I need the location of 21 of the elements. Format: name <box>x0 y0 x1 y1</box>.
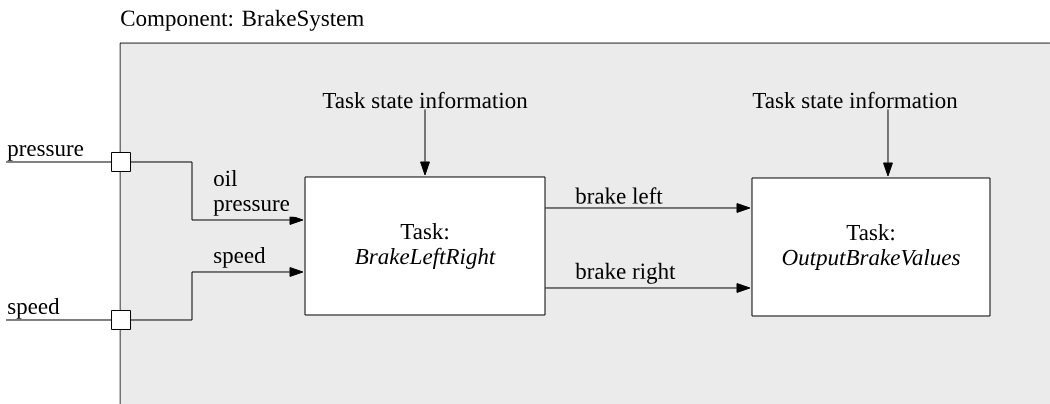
arrow <box>420 108 430 176</box>
signal-name: pressure <box>7 145 84 161</box>
port-square <box>111 152 131 172</box>
annotation-text: Task state information <box>752 91 958 109</box>
arrow <box>130 267 304 321</box>
edge-label: speed <box>212 245 267 269</box>
arrow <box>130 161 304 225</box>
signal-line <box>5 319 112 321</box>
edge-label: brake right <box>574 261 677 285</box>
task-box: Task: OutputBrakeValues <box>751 177 991 317</box>
arrow <box>883 108 893 177</box>
arrow <box>545 203 751 213</box>
edge-label: brake left <box>574 186 664 205</box>
port-square <box>111 310 131 330</box>
edge-label: oil pressure <box>212 168 303 217</box>
node-label: Component: BrakeSystem <box>121 9 364 31</box>
signal-line <box>5 161 112 163</box>
annotation-text: Task state information <box>322 91 528 109</box>
arrow <box>545 283 751 293</box>
signal-name: speed <box>8 297 60 319</box>
task-box: Task: BrakeLeftRight <box>304 176 546 316</box>
